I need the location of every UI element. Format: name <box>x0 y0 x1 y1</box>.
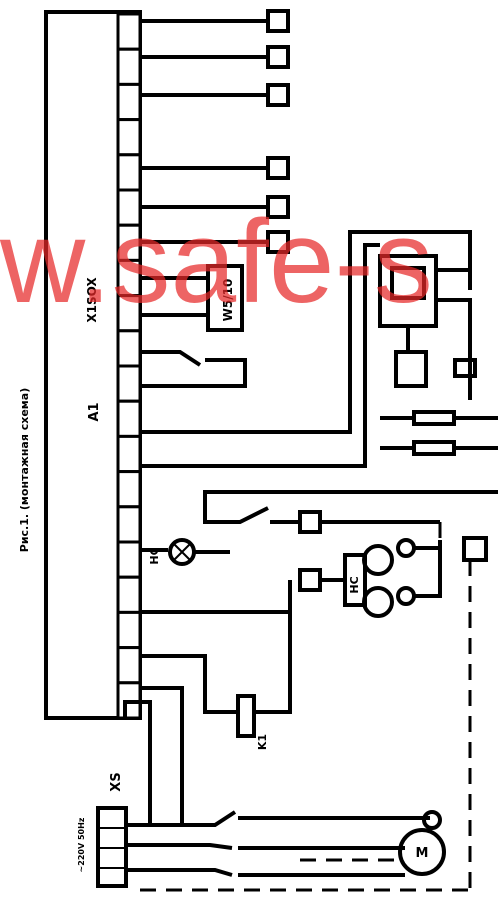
controller-connector-label: X1SOX <box>85 277 99 323</box>
terminal-cell <box>116 12 142 51</box>
terminal-cell <box>116 47 142 86</box>
terminal-cell <box>116 646 142 685</box>
terminal-cell <box>116 540 142 579</box>
right-connector <box>438 522 488 890</box>
watermark: w.safe-s <box>0 196 433 328</box>
terminal-block-label: XS <box>109 772 124 791</box>
heater-module <box>140 230 498 468</box>
terminal-cell <box>116 153 142 192</box>
terminal-cell <box>116 505 142 544</box>
terminal-cell <box>116 575 142 614</box>
selector-label: W5/10 <box>221 279 235 322</box>
relay-label: K1 <box>256 734 269 750</box>
controller-ref: A1 <box>87 402 102 421</box>
terminal-cell <box>116 610 142 650</box>
terminal-cell <box>116 399 142 438</box>
terminal-cell <box>116 364 142 403</box>
connector-4 <box>266 156 290 180</box>
lamp-label: HC <box>148 547 161 564</box>
terminal-cell <box>116 329 142 368</box>
fan-label: HC <box>348 576 361 593</box>
fan-group: HC <box>140 538 442 618</box>
relay-coil: K1 <box>140 612 292 750</box>
relay-contact-top <box>140 350 247 388</box>
voltage-label: ~220V 50Hz <box>77 817 86 872</box>
connector-6 <box>266 230 290 254</box>
diagram-caption: Рис.1. (монтажная схема) <box>18 388 31 552</box>
terminal-block-xs: XS ~220V 50Hz <box>77 772 128 888</box>
connector-5 <box>266 195 290 219</box>
terminal-strip <box>116 12 142 720</box>
motor-label: M <box>416 846 429 861</box>
door-switch <box>203 490 498 534</box>
connector-2 <box>266 45 290 69</box>
power-feed <box>123 686 470 892</box>
motor: M <box>398 810 446 876</box>
terminal-cell <box>116 118 142 157</box>
connector-3 <box>266 83 290 107</box>
terminal-cell <box>116 82 142 122</box>
lamp: HC <box>140 538 230 566</box>
output-wires-top <box>140 9 290 254</box>
terminal-cell <box>116 470 142 509</box>
terminal-cell <box>116 434 142 474</box>
selector-switch: W5/10 <box>140 264 244 332</box>
connector-1 <box>266 9 290 33</box>
